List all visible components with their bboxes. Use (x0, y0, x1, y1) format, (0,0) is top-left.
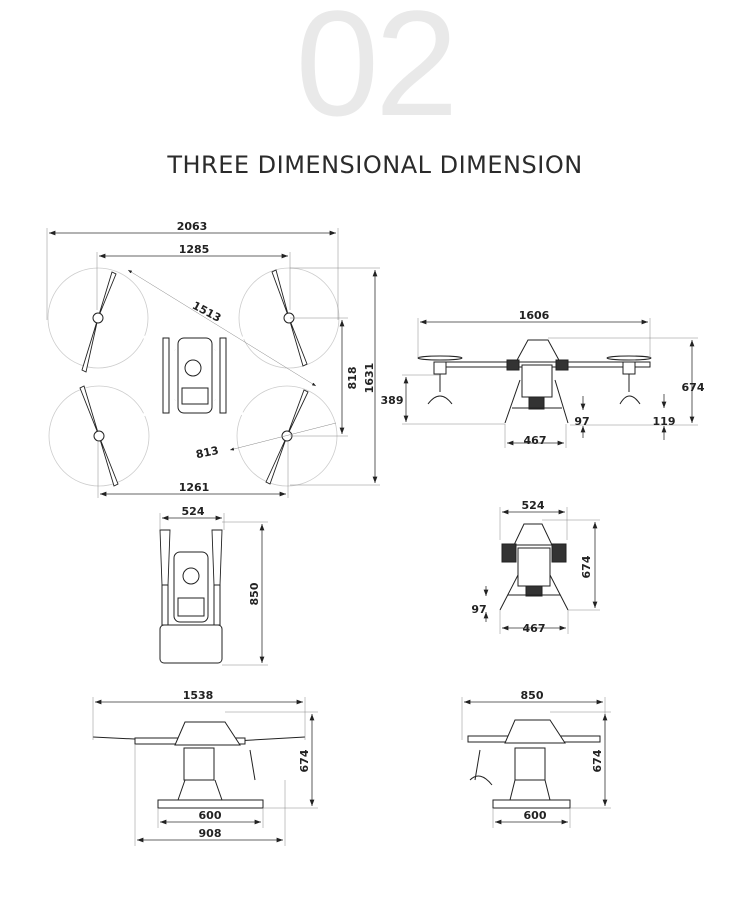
dim-folded-skid: 600 (524, 809, 547, 822)
dim-folded-side-height: 674 (591, 749, 604, 772)
folded-front-view (499, 523, 569, 611)
dim-diagonal: 1513 (190, 299, 223, 325)
front-view (417, 339, 652, 424)
section-number: 02 (295, 0, 459, 147)
dim-skid-inner: 600 (199, 809, 222, 822)
page-title: THREE DIMENSIONAL DIMENSION (167, 151, 583, 179)
dim-skid-outer: 908 (199, 827, 222, 840)
dim-nozzle-clearance: 119 (653, 415, 676, 428)
folded-top-view (159, 529, 223, 664)
folded-top-view-dimensions: 524 850 (159, 505, 268, 666)
top-view (47, 267, 340, 487)
dim-folded-leg-span: 467 (523, 622, 546, 635)
dim-side-width: 1538 (183, 689, 214, 702)
dim-folded-front-height: 674 (580, 555, 593, 578)
side-view (92, 721, 306, 809)
dim-overall-length: 1631 (363, 363, 376, 394)
dim-prop-radius: 813 (195, 444, 220, 461)
dim-front-height: 674 (682, 381, 705, 394)
dim-side-height: 674 (298, 749, 311, 772)
folded-side-view (467, 719, 601, 809)
dim-leg-span: 467 (524, 434, 547, 447)
top-view-dimensions: 2063 1285 1513 818 1631 813 1261 (46, 220, 380, 498)
dim-rear-span: 1261 (179, 481, 210, 494)
front-view-dimensions: 1606 674 389 97 119 467 (381, 309, 705, 448)
dim-overall-width: 2063 (177, 220, 208, 233)
dim-body-clearance: 97 (574, 415, 589, 428)
dim-front-width: 1606 (519, 309, 550, 322)
dim-arm-height: 389 (381, 394, 404, 407)
dim-folded-side-width: 850 (521, 689, 544, 702)
dim-folded-clearance: 97 (471, 603, 486, 616)
dim-arm-spacing: 818 (346, 367, 359, 390)
folded-side-view-dimensions: 850 674 600 (461, 689, 611, 828)
dim-folded-front-width: 524 (522, 499, 545, 512)
side-view-dimensions: 1538 674 600 908 (92, 689, 318, 846)
folded-front-view-dimensions: 524 674 97 467 (471, 499, 600, 635)
dim-folded-length: 850 (248, 582, 261, 605)
dim-motor-span: 1285 (179, 243, 210, 256)
dim-folded-width: 524 (182, 505, 205, 518)
